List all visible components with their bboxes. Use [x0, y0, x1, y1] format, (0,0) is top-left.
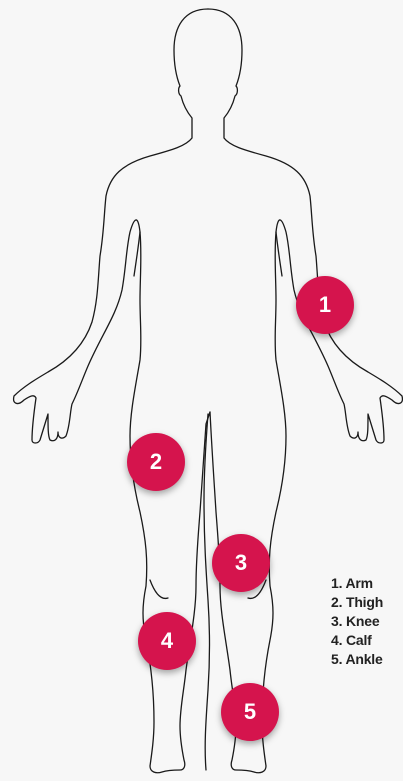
marker-number: 2: [150, 449, 162, 475]
marker-number: 4: [161, 628, 173, 654]
marker-number: 1: [319, 292, 331, 318]
marker-knee[interactable]: 3: [212, 534, 270, 592]
inner-arm-right: [276, 232, 282, 276]
marker-thigh[interactable]: 2: [127, 433, 185, 491]
legend-item-arm: 1. Arm: [331, 574, 383, 593]
knee-detail-left: [150, 580, 168, 598]
marker-calf[interactable]: 4: [138, 612, 196, 670]
marker-arm[interactable]: 1: [296, 276, 354, 334]
marker-number: 5: [244, 699, 256, 725]
marker-ankle[interactable]: 5: [221, 683, 279, 741]
legend-item-thigh: 2. Thigh: [331, 593, 383, 612]
body-part-legend: 1. Arm 2. Thigh 3. Knee 4. Calf 5. Ankle: [331, 574, 383, 669]
legend-item-calf: 4. Calf: [331, 631, 383, 650]
legend-item-knee: 3. Knee: [331, 612, 383, 631]
inner-leg-left: [204, 414, 210, 770]
legend-item-ankle: 5. Ankle: [331, 650, 383, 669]
inner-arm-left: [134, 232, 140, 276]
marker-number: 3: [235, 550, 247, 576]
